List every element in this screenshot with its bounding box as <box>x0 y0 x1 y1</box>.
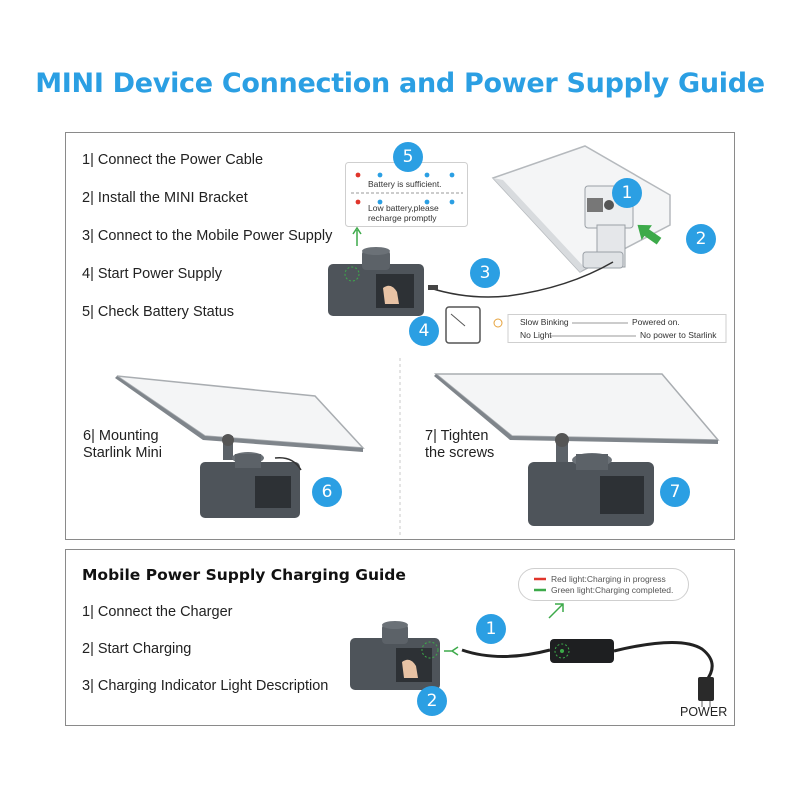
up-arrow-icon <box>352 226 362 246</box>
panel-divider <box>399 358 401 538</box>
charger-adapter <box>444 639 714 707</box>
step-badge-4: 4 <box>409 316 439 346</box>
battery-full-indicator-dots <box>355 172 455 178</box>
indicator-light-illustration <box>445 306 481 344</box>
step-connect-mobile-power: 3| Connect to the Mobile Power Supply <box>82 228 333 244</box>
power-cable <box>428 261 614 298</box>
install-arrow-icon <box>637 224 662 245</box>
step-badge-2: 2 <box>686 224 716 254</box>
light-legend-box <box>493 314 727 343</box>
light-legend-no-power: No power to Starlink <box>640 330 717 340</box>
starlink-mini-mounting-illustration <box>115 375 365 518</box>
charger-status-arrow-icon <box>548 603 564 619</box>
starlink-mini-back-illustration <box>491 145 671 273</box>
charge-step-start-charging: 2| Start Charging <box>82 641 192 657</box>
step-start-power-supply: 4| Start Power Supply <box>82 266 222 282</box>
red-light-text: Red light:Charging in progress <box>551 574 666 584</box>
mobile-power-supply-top <box>328 247 424 316</box>
step-badge-7: 7 <box>660 477 690 507</box>
charge-badge-1: 1 <box>476 614 506 644</box>
starlink-mini-tighten-illustration <box>433 373 720 526</box>
charge-step-connect-charger: 1| Connect the Charger <box>82 604 233 620</box>
step-tighten-screws: 7| Tighten the screws <box>425 428 495 461</box>
step-install-bracket: 2| Install the MINI Bracket <box>82 190 248 206</box>
step-badge-5: 5 <box>393 142 423 172</box>
step-badge-3: 3 <box>470 258 500 288</box>
step-mounting-starlink: 6| Mounting Starlink Mini <box>83 428 162 461</box>
battery-status-card <box>345 162 468 227</box>
power-label: POWER <box>680 705 728 719</box>
light-legend-powered-on: Powered on. <box>632 317 680 327</box>
step-check-battery: 5| Check Battery Status <box>82 304 235 320</box>
step-connect-power-cable: 1| Connect the Power Cable <box>82 152 264 168</box>
green-light-text: Green light:Charging completed. <box>551 585 674 595</box>
light-legend-slow-blinking: Slow Binking <box>520 317 569 327</box>
charging-indicator-legend <box>518 568 689 601</box>
mobile-power-supply-bottom <box>350 621 440 690</box>
battery-sufficient-text: Battery is sufficient. <box>368 179 442 189</box>
battery-low-text: Low battery,please recharge promptly <box>368 203 439 223</box>
charge-badge-2: 2 <box>417 686 447 716</box>
page-title: MINI Device Connection and Power Supply … <box>35 68 765 99</box>
light-legend-no-light: No Light <box>520 330 552 340</box>
battery-low-indicator-dots <box>355 199 455 205</box>
step-badge-6: 6 <box>312 477 342 507</box>
charging-guide-heading: Mobile Power Supply Charging Guide <box>82 566 406 584</box>
step-badge-1: 1 <box>612 178 642 208</box>
charge-step-indicator-light: 3| Charging Indicator Light Description <box>82 678 329 694</box>
